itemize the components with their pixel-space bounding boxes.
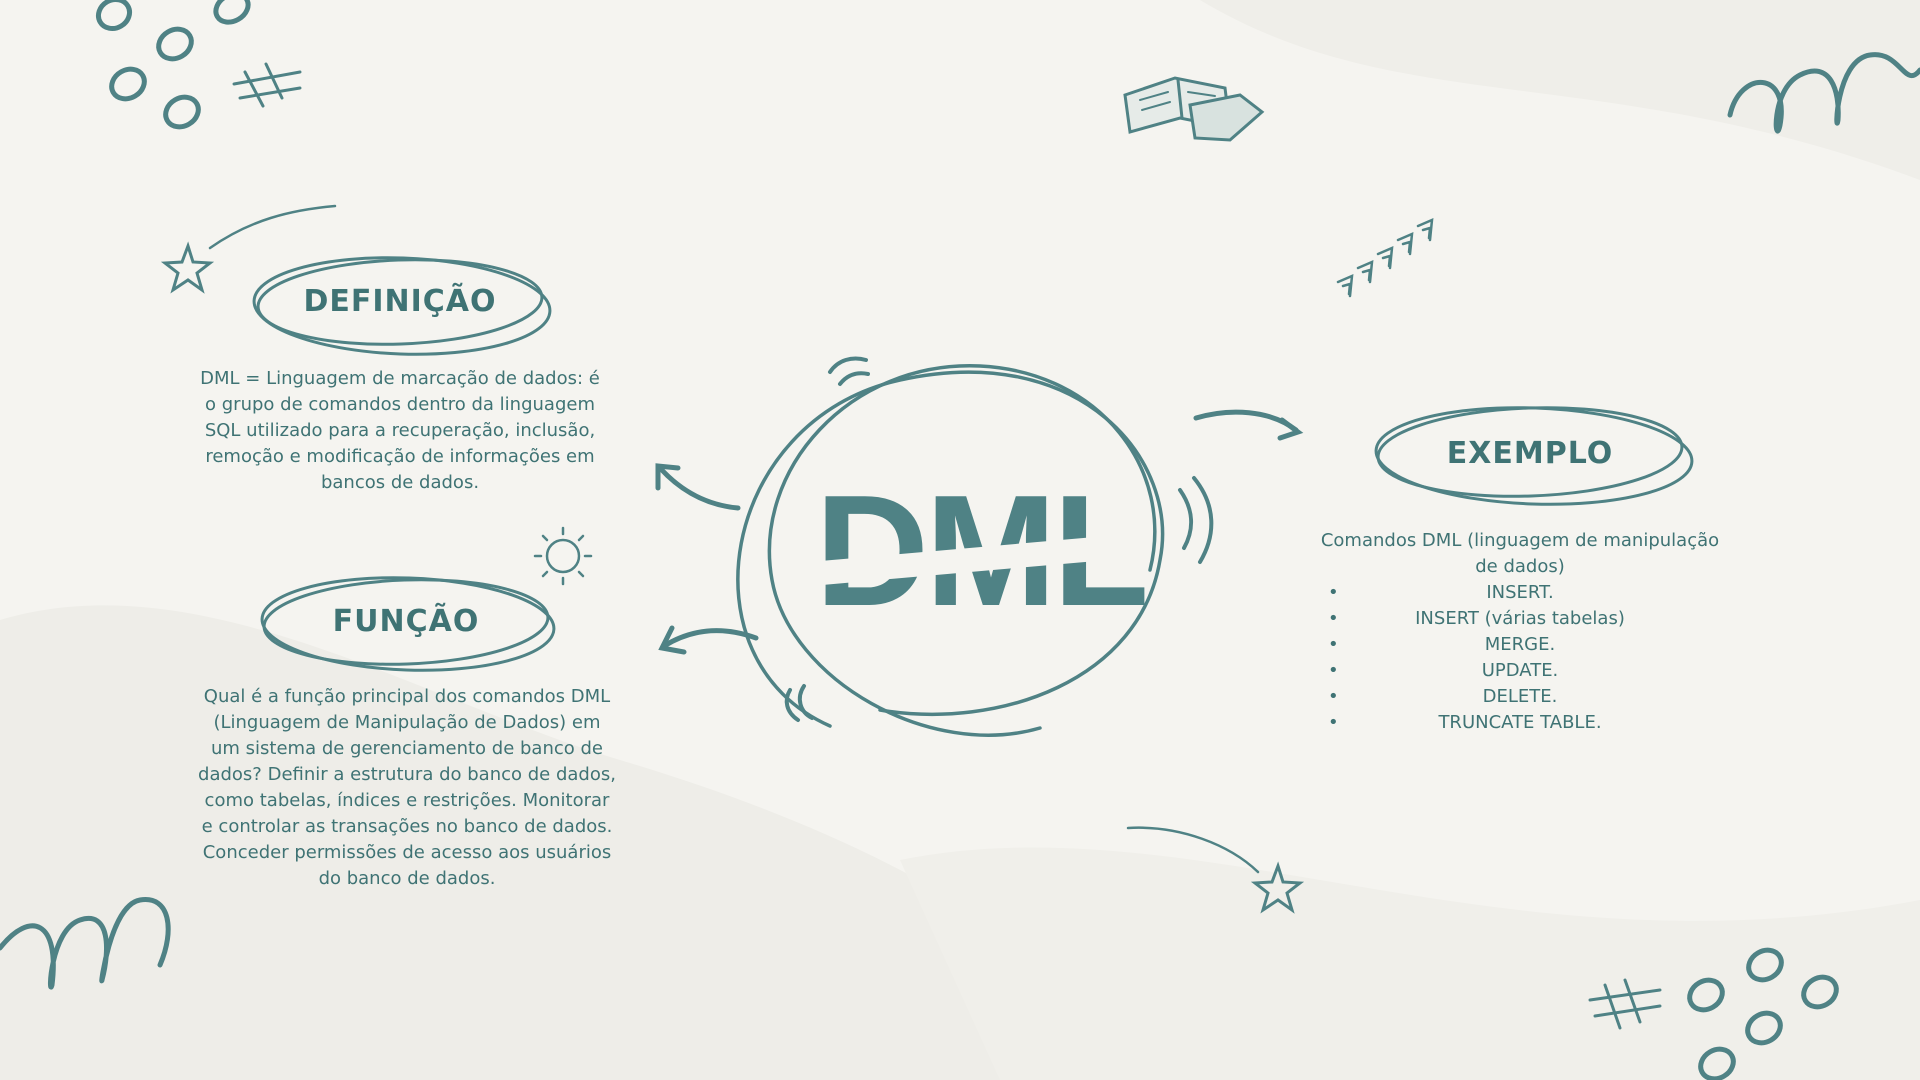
arrow-icon — [658, 625, 759, 655]
exemplo-heading: EXEMPLO — [1446, 436, 1614, 471]
definicao-heading: DEFINIÇÃO — [303, 284, 497, 319]
arrow-icon — [1193, 409, 1304, 441]
arrow-icon — [655, 463, 741, 511]
star-icon — [160, 241, 215, 294]
funcao-ellipse — [260, 576, 556, 672]
star-icon — [1250, 861, 1305, 914]
hashtag-icon — [232, 62, 302, 108]
list-item: DELETE. — [1310, 684, 1730, 710]
funcao-heading: FUNÇÃO — [332, 604, 480, 639]
exemplo-list: INSERT. INSERT (várias tabelas) MERGE. U… — [1310, 580, 1730, 736]
exemplo-section: Comandos DML (linguagem de manipulação d… — [1310, 528, 1730, 736]
loop-squiggle-icon — [1727, 52, 1920, 134]
circles-doodle-icon — [95, 0, 251, 130]
list-item: INSERT. — [1310, 580, 1730, 606]
definicao-ellipse — [252, 256, 552, 356]
dml-circle — [736, 364, 1165, 737]
sun-icon — [533, 526, 593, 586]
definicao-text: DML = Linguagem de marcação de dados: é … — [200, 368, 600, 493]
comet-trail — [1126, 826, 1260, 874]
loop-squiggle-icon — [0, 897, 171, 990]
list-item: MERGE. — [1310, 632, 1730, 658]
funcao-text: Qual é a função principal dos comandos D… — [198, 686, 616, 889]
list-item: INSERT (várias tabelas) — [1310, 606, 1730, 632]
chevron-arrows-icon — [1336, 218, 1434, 298]
list-item: TRUNCATE TABLE. — [1310, 710, 1730, 736]
comet-trail — [208, 204, 337, 250]
circles-doodle-icon — [1687, 947, 1839, 1080]
exemplo-intro: Comandos DML (linguagem de manipulação d… — [1320, 530, 1720, 577]
open-book-icon — [1123, 76, 1265, 142]
exemplo-ellipse — [1374, 406, 1694, 506]
motion-marks — [784, 356, 1214, 722]
hashtag-icon — [1588, 978, 1662, 1030]
list-item: UPDATE. — [1310, 658, 1730, 684]
